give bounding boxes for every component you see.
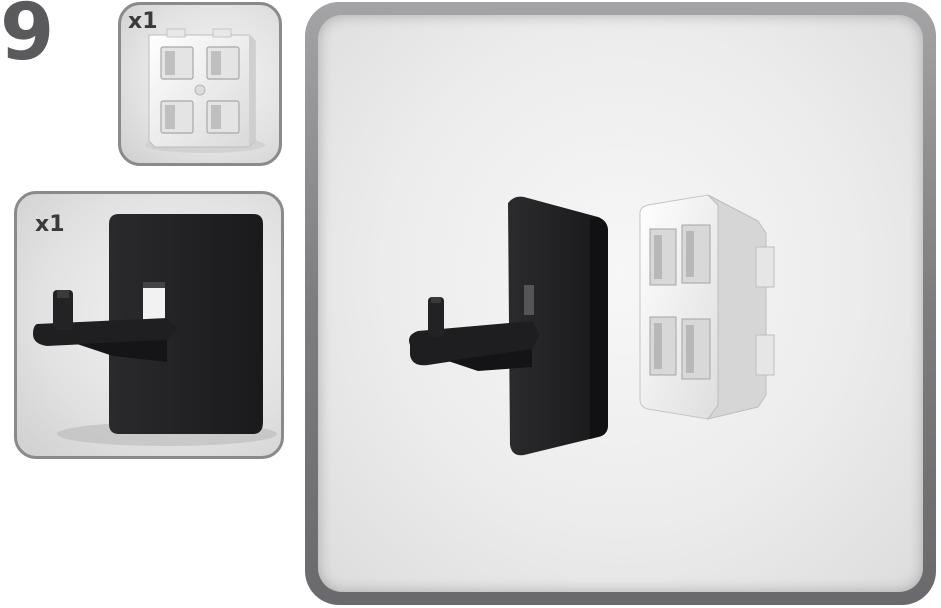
assembly-frame: [305, 2, 936, 605]
assembly-view: [318, 15, 923, 592]
step-number: 9: [0, 0, 52, 72]
quantity-label: x1: [35, 214, 65, 236]
quantity-label: x1: [128, 11, 158, 33]
part-panel-white-connector: x1: [118, 2, 282, 166]
hook-and-connector-assembly-icon: [318, 15, 923, 592]
part-panel-black-hook: x1: [14, 191, 284, 459]
